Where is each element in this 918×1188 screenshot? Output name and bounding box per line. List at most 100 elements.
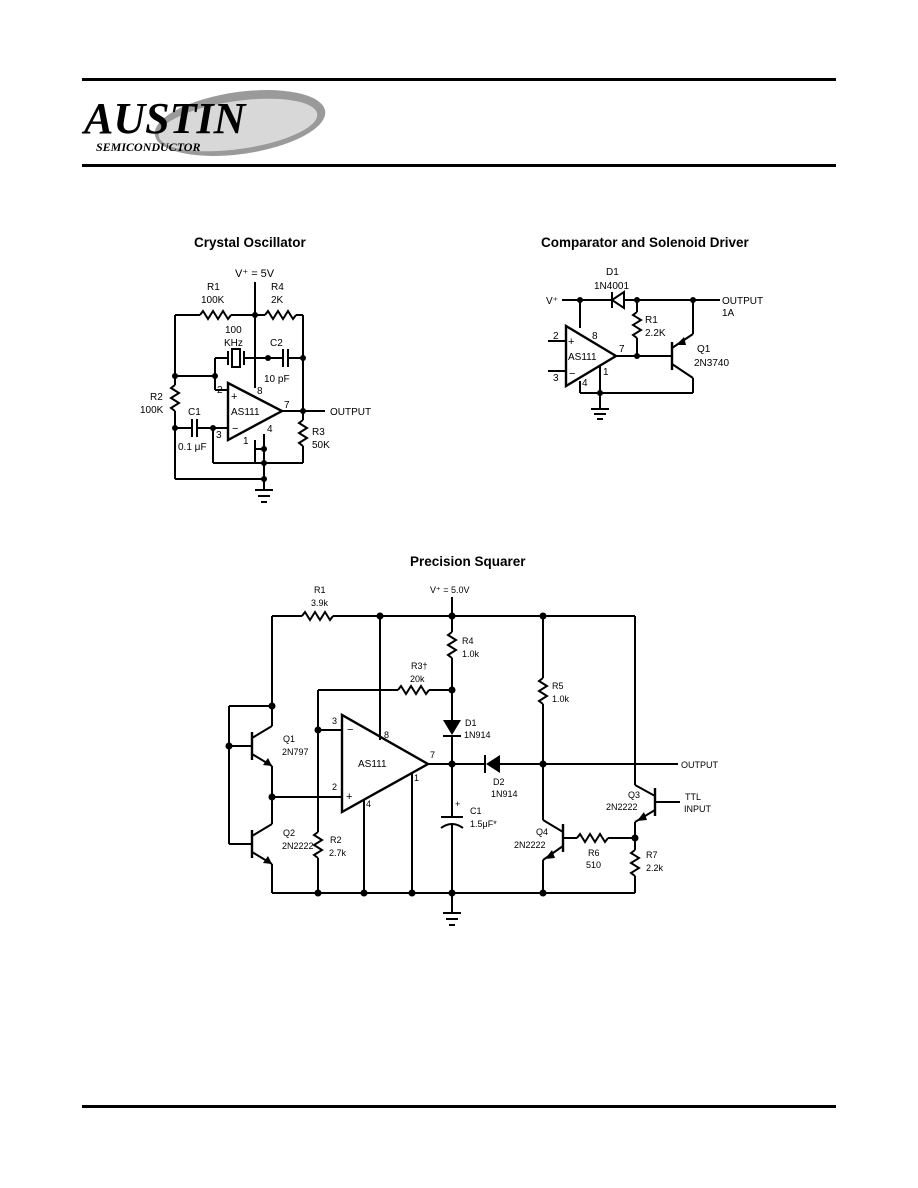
co-r3-name: R3 [312,427,325,438]
ps-r2-resistor [312,831,324,859]
ps-d1-diode [443,720,461,737]
ps-r5-name: R5 [552,681,564,691]
co-crystal [231,348,241,368]
ps-r3-resistor [397,684,430,696]
cs-output-label-2: 1A [722,308,735,319]
ps-ground-icon [443,912,461,926]
ps-q4-value: 2N2222 [514,840,546,850]
ps-r7-resistor [629,849,641,877]
ps-r6-resistor [576,832,609,844]
logo-swoosh-inner [158,98,318,152]
cs-d1-name: D1 [606,267,619,278]
logo-wordmark: AUSTIN [81,94,248,143]
ps-q1-value: 2N797 [282,747,309,757]
co-r4-resistor [264,309,297,321]
ps-opamp [340,712,431,815]
ps-d2-value: 1N914 [491,789,518,799]
cs-output-label-1: OUTPUT [722,296,763,307]
header-top-rule [82,78,836,81]
co-minus-sign: − [232,423,238,435]
ps-c1-plus: + [455,799,460,809]
co-r1-name: R1 [207,282,220,293]
co-c2-value: 10 pF [264,374,290,385]
cs-pin1: 1 [603,367,609,378]
header-bottom-rule [82,164,836,167]
ps-plus-sign: + [346,791,352,803]
co-plus-sign: + [231,391,237,403]
ps-opamp-label: AS111 [358,759,387,770]
ps-minus-sign: − [347,724,353,736]
ps-d1-value: 1N914 [464,730,491,740]
co-r3-resistor [297,419,309,447]
ps-r4-name: R4 [462,636,474,646]
ps-pin8: 8 [384,730,389,740]
ps-r4-value: 1.0k [462,649,480,659]
cs-d1-value: 1N4001 [594,281,629,292]
co-r4-value: 2K [271,295,284,306]
ps-r2-name: R2 [330,835,342,845]
co-r2-name: R2 [150,392,163,403]
cs-pin4: 4 [582,378,588,389]
co-r2-value: 100K [140,405,164,416]
cs-r1-name: R1 [645,315,658,326]
ps-r6-name: R6 [588,848,600,858]
cs-ground-icon [591,408,609,420]
ps-pin1: 1 [414,773,419,783]
logo-subtitle: SEMICONDUCTOR [96,140,200,154]
co-pin3: 3 [216,430,222,441]
ps-ttl-label-1: TTL [685,792,701,802]
ps-ttl-label-2: INPUT [684,804,712,814]
ps-r1-value: 3.9k [311,598,329,608]
ps-q2-name: Q2 [283,828,295,838]
co-crystal-label-2: KHz [224,338,243,349]
ps-q1-name: Q1 [283,734,295,744]
co-pin1: 1 [243,436,249,447]
cs-plus-sign: + [568,336,574,348]
ps-r5-value: 1.0k [552,694,570,704]
ps-pin4: 4 [366,799,371,809]
cs-r1-value: 2.2K [645,328,666,339]
cs-vplus-label: V⁺ [546,296,558,307]
cs-pin3: 3 [553,373,559,384]
ps-pin7: 7 [430,750,435,760]
co-r2-resistor [169,384,181,412]
footer-rule [82,1105,836,1108]
ps-c1-value: 1.5μF* [470,819,497,829]
precision-squarer-title: Precision Squarer [410,554,526,569]
co-opamp-label: AS111 [231,407,260,418]
ps-q2-transistor [229,823,273,865]
co-pin2: 2 [217,385,223,396]
ps-r5-resistor [537,677,549,705]
co-pin7: 7 [284,400,290,411]
co-opamp [226,381,285,443]
co-c2-name: C2 [270,338,283,349]
ps-r3-name: R3† [411,661,428,671]
ps-d2-diode [484,755,500,773]
co-r4-name: R4 [271,282,284,293]
ps-r3-value: 20k [410,674,425,684]
cs-q1-transistor [670,300,694,393]
co-output-label: OUTPUT [330,407,371,418]
ps-q2-value: 2N2222 [282,841,314,851]
ps-q3-name: Q3 [628,790,640,800]
ps-r7-name: R7 [646,850,658,860]
cs-pin8: 8 [592,331,598,342]
ps-r4-resistor [446,631,458,659]
co-pin4: 4 [267,424,273,435]
ps-q1-transistor [229,706,273,767]
co-pin8: 8 [257,386,263,397]
ps-d2-name: D2 [493,777,505,787]
co-vplus-label: V⁺ = 5V [235,268,275,280]
ps-r1-name: R1 [314,585,326,595]
co-ground-icon [255,489,273,503]
cs-pin2: 2 [553,331,559,342]
ps-r1-resistor [301,610,334,622]
ps-r6-value: 510 [586,860,601,870]
ps-pin2: 2 [332,782,337,792]
ps-r7-value: 2.2k [646,863,664,873]
cs-pin7: 7 [619,344,625,355]
comparator-solenoid-title: Comparator and Solenoid Driver [541,235,749,250]
ps-q4-transistor [542,819,565,861]
